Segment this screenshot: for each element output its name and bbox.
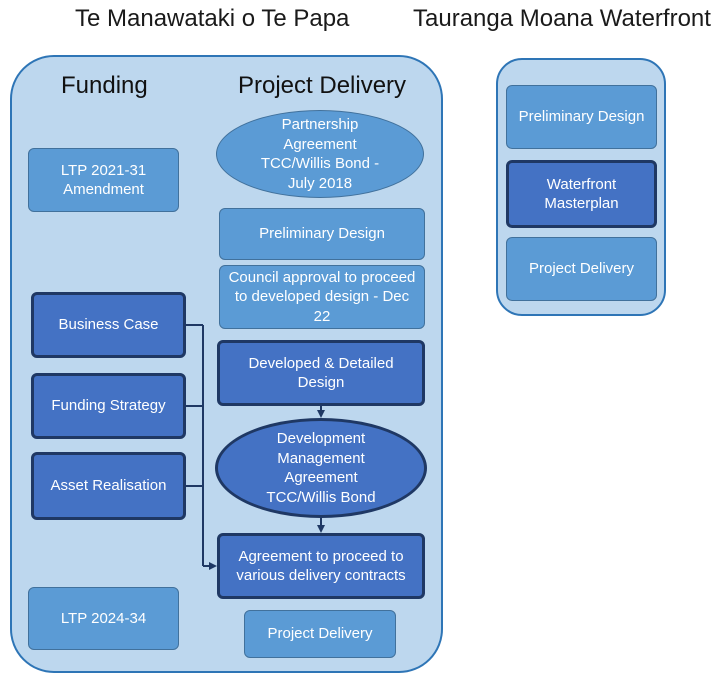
developed-detailed-design-box: Developed & Detailed Design [217, 340, 425, 406]
funding-strategy-box: Funding Strategy [31, 373, 186, 439]
ltp-2024-34-box: LTP 2024-34 [28, 587, 179, 650]
preliminary-design-box: Preliminary Design [219, 208, 425, 260]
council-approval-box: Council approval to proceed to developed… [219, 265, 425, 329]
project-delivery-heading: Project Delivery [238, 72, 407, 99]
asset-realisation-box: Asset Realisation [31, 452, 186, 520]
waterfront-masterplan-box: Waterfront Masterplan [506, 160, 657, 228]
project-delivery-box: Project Delivery [244, 610, 396, 658]
waterfront-preliminary-design-box: Preliminary Design [506, 85, 657, 149]
title-te-manawataki: Te Manawataki o Te Papa [75, 5, 350, 32]
ltp-2021-31-box: LTP 2021-31 Amendment [28, 148, 179, 212]
funding-heading: Funding [61, 72, 148, 99]
agreement-to-proceed-box: Agreement to proceed to various delivery… [217, 533, 425, 599]
waterfront-project-delivery-box: Project Delivery [506, 237, 657, 301]
title-waterfront: Tauranga Moana Waterfront [413, 5, 711, 32]
development-management-ellipse: Development Management Agreement TCC/Wil… [215, 418, 427, 518]
partnership-agreement-ellipse: Partnership Agreement TCC/Willis Bond - … [216, 110, 424, 198]
business-case-box: Business Case [31, 292, 186, 358]
